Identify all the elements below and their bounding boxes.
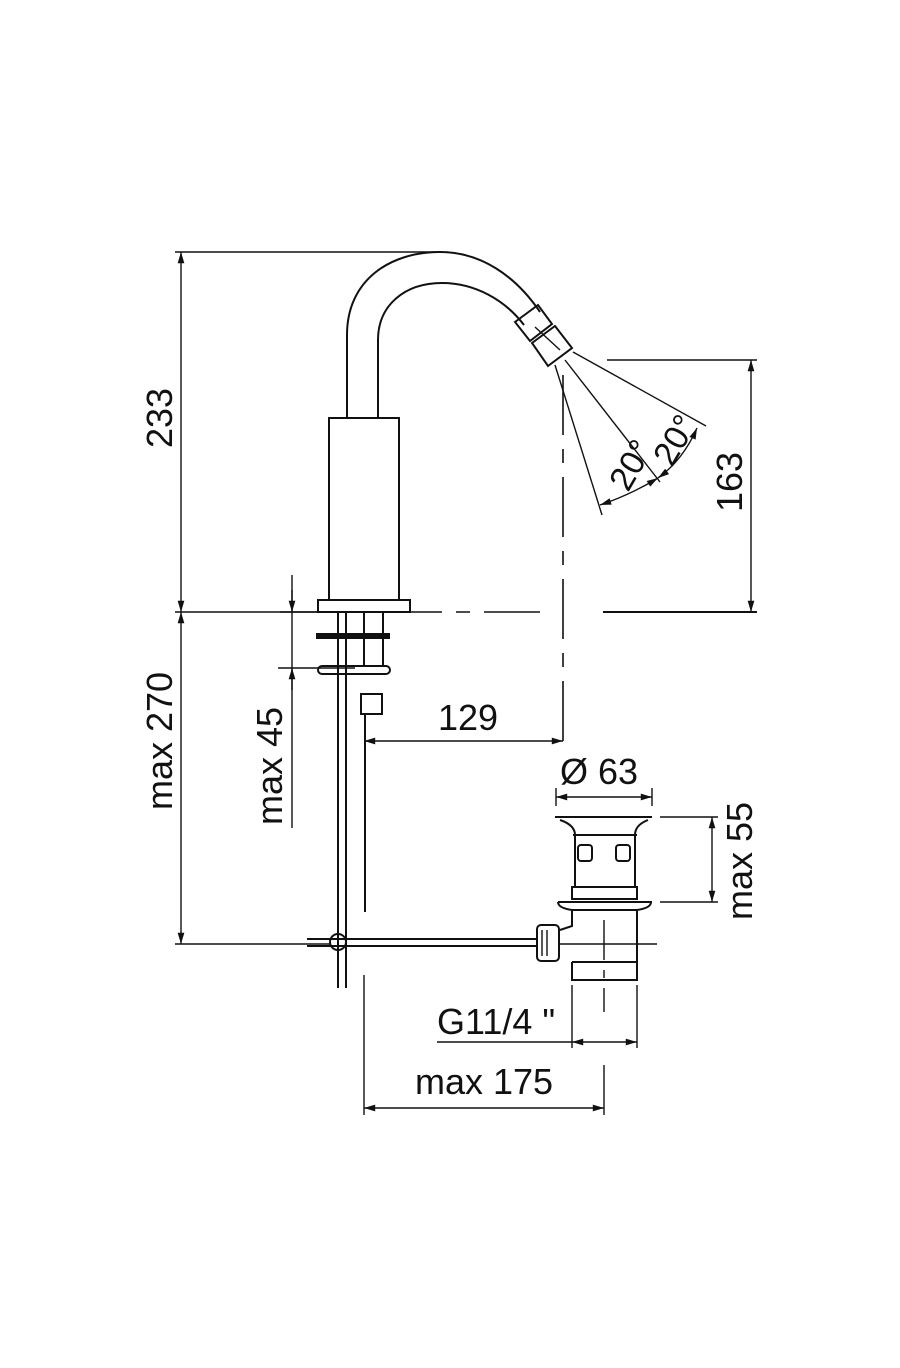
- dim-163-label: 163: [709, 452, 750, 512]
- dim-163: [607, 359, 757, 612]
- fixing-assembly: [316, 612, 391, 988]
- dim-max-45: [278, 575, 355, 828]
- dim-129-label: 129: [438, 697, 498, 738]
- pop-up-drain: [536, 816, 657, 1012]
- dim-233: [175, 251, 440, 613]
- dim-233-label: 233: [139, 388, 180, 448]
- faucet-body: [317, 250, 541, 613]
- dim-thread-label: G11/4 ": [437, 1001, 555, 1042]
- dim-max-55: [660, 816, 718, 903]
- dim-max-175: [363, 975, 605, 1115]
- linkage-rod: [307, 933, 537, 951]
- dim-max-270: [175, 612, 330, 945]
- dim-max-55-label: max 55: [719, 802, 760, 920]
- dim-max-270-label: max 270: [139, 672, 180, 810]
- dim-max-175-label: max 175: [415, 1061, 553, 1102]
- dim-thread: [437, 985, 638, 1048]
- dim-max-45-label: max 45: [249, 707, 290, 825]
- dim-diameter-63: [555, 788, 653, 806]
- dim-diameter-63-label: Ø 63: [560, 751, 638, 792]
